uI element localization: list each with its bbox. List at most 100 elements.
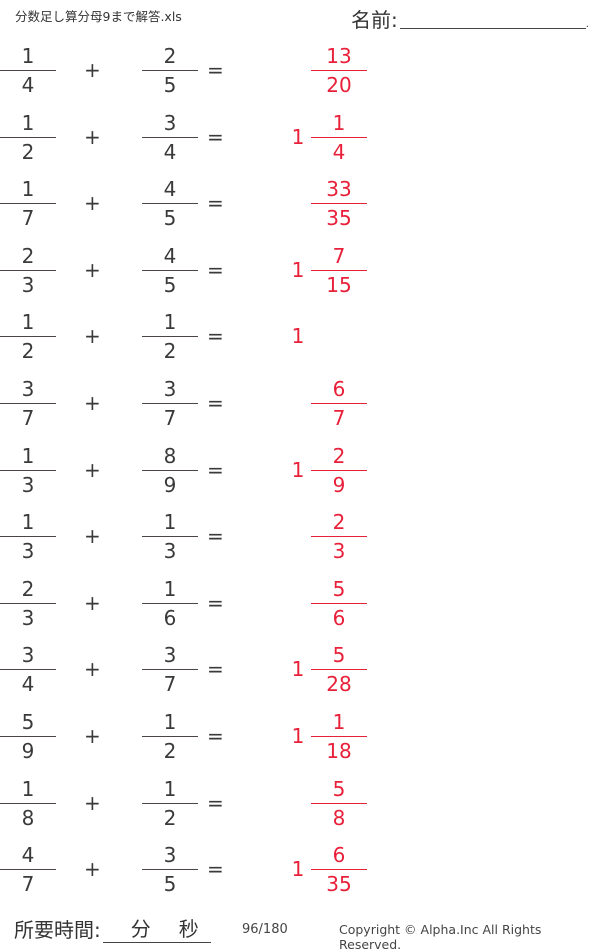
denominator: 4 — [21, 73, 35, 97]
denominator: 3 — [21, 605, 35, 630]
numerator: 1 — [163, 776, 177, 801]
fraction-bar — [142, 403, 198, 404]
plus-sign: + — [84, 857, 101, 882]
denominator: 6 — [163, 605, 177, 630]
fraction-bar — [0, 602, 56, 604]
denominator: 5 — [163, 206, 177, 231]
plus-sign: + — [84, 790, 101, 815]
numerator: 5 — [332, 576, 346, 601]
equals-sign: = — [207, 457, 224, 482]
plus-sign: + — [84, 590, 101, 615]
numerator: 5 — [332, 776, 346, 801]
fraction-bar — [0, 802, 56, 804]
numerator: 13 — [326, 44, 352, 68]
numerator: 3 — [163, 110, 177, 135]
denominator: 2 — [21, 139, 35, 164]
page-number: 96/180 — [242, 922, 288, 937]
fraction-bar — [142, 469, 198, 471]
answer-whole-number: 1 — [291, 724, 305, 748]
fraction-bar — [0, 536, 56, 538]
name-input-line[interactable] — [399, 8, 586, 29]
numerator: 2 — [332, 510, 346, 535]
equals-sign: = — [207, 391, 224, 415]
numerator: 1 — [163, 510, 177, 535]
denominator: 8 — [21, 805, 35, 830]
denominator: 4 — [21, 672, 35, 697]
numerator: 5 — [332, 643, 346, 668]
fraction-bar — [311, 70, 367, 71]
numerator: 1 — [21, 177, 35, 202]
denominator: 2 — [21, 339, 35, 364]
numerator: 1 — [21, 443, 35, 468]
fraction-bar — [142, 669, 198, 671]
plus-sign: + — [84, 457, 101, 482]
numerator: 1 — [21, 510, 35, 535]
equals-sign: = — [207, 124, 224, 149]
numerator: 1 — [332, 710, 346, 734]
denominator: 15 — [326, 272, 352, 297]
denominator: 2 — [163, 805, 177, 830]
fraction-bar — [142, 869, 198, 871]
numerator: 4 — [163, 177, 177, 202]
fraction-bar — [0, 70, 56, 71]
equals-sign: = — [207, 257, 224, 282]
numerator: 1 — [163, 710, 177, 734]
denominator: 3 — [21, 272, 35, 297]
fraction-bar — [142, 269, 198, 271]
numerator: 3 — [163, 843, 177, 868]
equals-sign: = — [207, 790, 224, 815]
numerator: 7 — [332, 243, 346, 268]
worksheet-title: 分数足し算分母9まで解答.xls — [15, 9, 182, 24]
denominator: 6 — [332, 605, 346, 630]
equals-sign: = — [207, 524, 224, 549]
numerator: 1 — [163, 310, 177, 335]
time-input-line[interactable]: 分 秒 — [102, 917, 211, 943]
name-field-area: 名前: . — [351, 4, 589, 33]
denominator: 3 — [21, 539, 35, 564]
numerator: 1 — [21, 110, 35, 135]
plus-sign: + — [84, 324, 101, 349]
numerator: 3 — [163, 377, 177, 401]
denominator: 7 — [21, 206, 35, 231]
numerator: 8 — [163, 443, 177, 468]
fraction-bar — [311, 203, 367, 205]
numerator: 5 — [21, 710, 35, 734]
fraction-bar — [0, 336, 56, 338]
denominator: 2 — [163, 739, 177, 763]
numerator: 1 — [21, 44, 35, 68]
numerator: 6 — [332, 843, 346, 868]
fraction-bar — [142, 602, 198, 604]
fraction-bar — [142, 203, 198, 205]
numerator: 1 — [21, 776, 35, 801]
equals-sign: = — [207, 58, 224, 82]
fraction-bar — [311, 669, 367, 671]
fraction-bar — [0, 736, 56, 737]
numerator: 33 — [326, 177, 352, 202]
numerator: 2 — [163, 44, 177, 68]
equals-sign: = — [207, 857, 224, 882]
numerator: 6 — [332, 377, 346, 401]
fraction-bar — [311, 269, 367, 271]
answer-whole-number: 1 — [291, 657, 305, 682]
denominator: 3 — [163, 539, 177, 564]
denominator: 3 — [332, 539, 346, 564]
plus-sign: + — [84, 191, 101, 216]
denominator: 4 — [163, 139, 177, 164]
fraction-bar — [142, 70, 198, 71]
plus-sign: + — [84, 657, 101, 682]
denominator: 4 — [332, 139, 346, 164]
fraction-bar — [0, 669, 56, 671]
fraction-bar — [142, 536, 198, 538]
denominator: 9 — [163, 472, 177, 497]
answer-whole-number: 1 — [291, 457, 305, 482]
